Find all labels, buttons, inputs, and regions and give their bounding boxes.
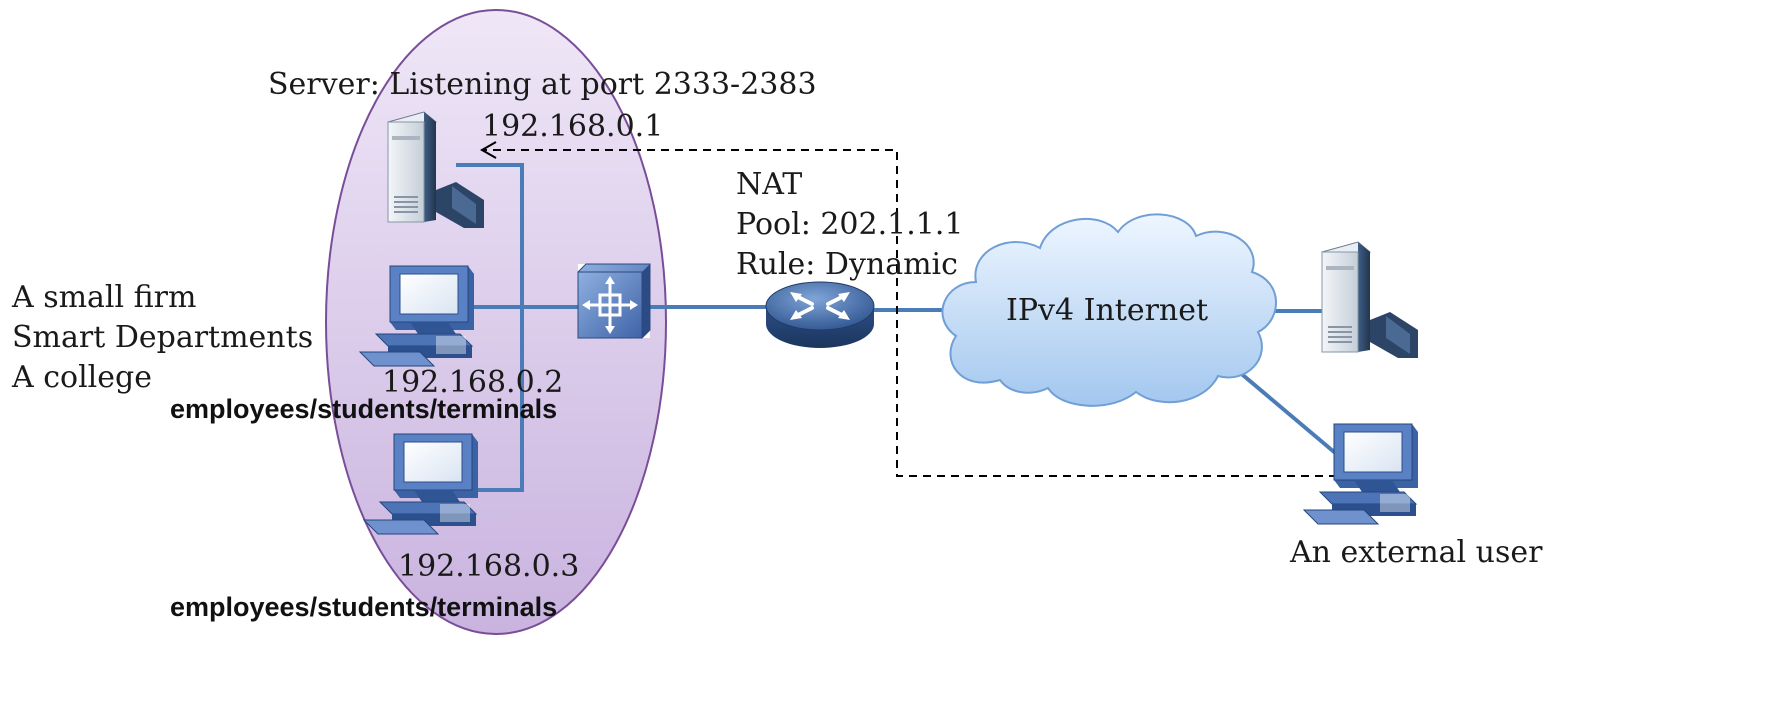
router-icon	[765, 281, 875, 348]
server-ip-label: 192.168.0.1	[482, 109, 663, 144]
org-label-departments: Smart Departments	[12, 320, 313, 355]
pc1-ip-label: 192.168.0.2	[382, 365, 563, 400]
pc2-link	[475, 307, 524, 492]
external-user-label: An external user	[1289, 535, 1543, 570]
pc1-role-label: employees/students/terminals	[170, 394, 557, 424]
cloud-user-link	[1223, 358, 1348, 464]
nat-pool-label: Pool: 202.1.1.1	[736, 207, 963, 242]
pc2-ip-label: 192.168.0.3	[398, 549, 579, 584]
server-port-label: Server: Listening at port 2333-2383	[268, 67, 817, 102]
desktop-computer-icon	[362, 433, 478, 535]
internet-cloud-icon	[941, 213, 1277, 407]
nat-forward-path	[484, 149, 1337, 477]
internet-label: IPv4 Internet	[1006, 293, 1208, 328]
org-label-college: A college	[11, 360, 152, 395]
nat-label: NAT	[736, 167, 802, 202]
lan-links	[456, 163, 1348, 492]
desktop-computer-icon	[358, 265, 474, 367]
pc2-role-label: employees/students/terminals	[170, 592, 557, 622]
layer3-switch-icon	[577, 263, 651, 339]
org-label-firm: A small firm	[11, 280, 196, 315]
server-tower-icon	[1320, 241, 1418, 358]
nat-rule-label: Rule: Dynamic	[736, 247, 958, 282]
desktop-computer-icon	[1302, 423, 1418, 525]
server-link	[456, 163, 524, 307]
server-tower-icon	[386, 111, 484, 228]
arrow-head-icon	[479, 141, 497, 159]
